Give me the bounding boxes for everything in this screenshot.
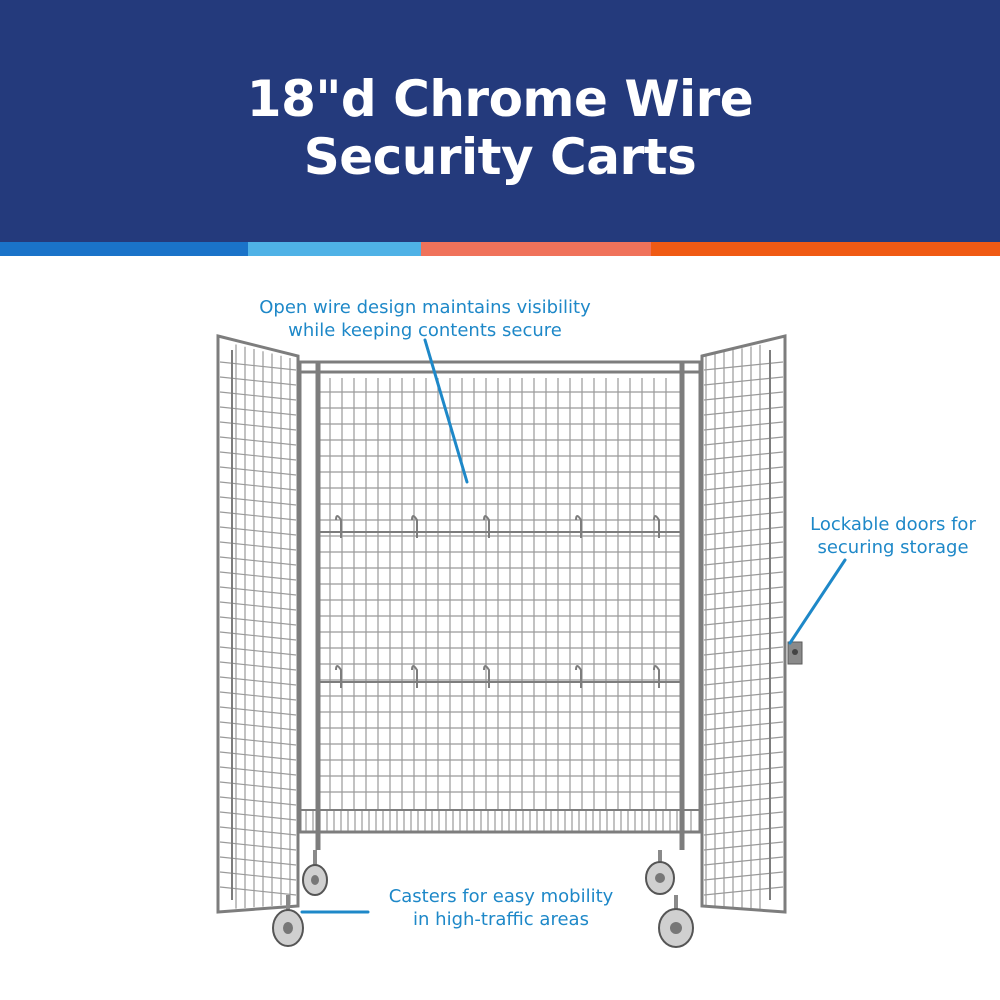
title-line-2: Security Carts bbox=[303, 128, 697, 186]
callout-lines bbox=[300, 338, 847, 914]
stripe-segment-light-blue bbox=[248, 242, 421, 256]
stripe-segment-orange bbox=[651, 242, 1000, 256]
header-banner: 18"d Chrome Wire Security Carts bbox=[0, 0, 1000, 242]
page-title: 18"d Chrome Wire Security Carts bbox=[0, 70, 1000, 186]
cart-frame bbox=[216, 334, 787, 914]
callout-casters-line-2: in high-traffic areas bbox=[413, 909, 589, 930]
callout-casters-line-1: Casters for easy mobility bbox=[388, 886, 614, 907]
hanger-clips bbox=[335, 515, 660, 688]
stripe-segment-coral bbox=[421, 242, 651, 256]
callout-doors: Lockable doors for securing storage bbox=[790, 513, 996, 559]
stripe-segment-blue bbox=[0, 242, 248, 256]
caster-wheels bbox=[272, 850, 694, 948]
callout-line-visibility bbox=[423, 338, 469, 484]
callout-visibility: Open wire design maintains visibility wh… bbox=[225, 296, 625, 342]
callout-casters: Casters for easy mobility in high-traffi… bbox=[360, 885, 642, 931]
callout-doors-line-2: securing storage bbox=[817, 537, 969, 558]
callout-visibility-line-2: while keeping contents secure bbox=[288, 320, 562, 341]
door-lock-icon bbox=[787, 641, 803, 665]
callout-visibility-line-1: Open wire design maintains visibility bbox=[259, 297, 591, 318]
callout-doors-line-1: Lockable doors for bbox=[810, 514, 976, 535]
title-line-1: 18"d Chrome Wire bbox=[246, 70, 754, 128]
callout-line-doors bbox=[788, 558, 847, 645]
